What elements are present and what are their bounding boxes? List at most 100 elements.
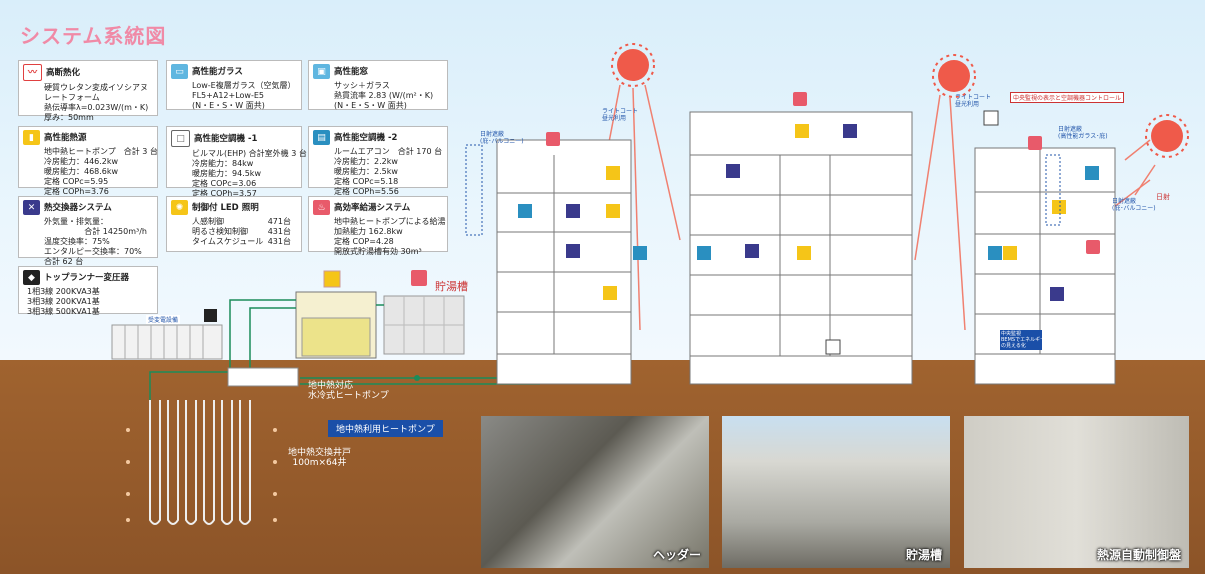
spec-line: 地中熱ヒートポンプ 合計 3 台	[44, 147, 158, 156]
spec-heading: 制御付 LED 照明	[192, 202, 259, 213]
spec-line: 3相3線 500KVA1基	[27, 307, 100, 316]
photo-control-panel: 熱源自動制御盤	[964, 416, 1189, 568]
spec-line: エンタルピー交換率：70%	[44, 247, 142, 256]
building-1	[496, 139, 632, 385]
spec-heading: 熱交換器システム	[44, 202, 112, 213]
spec-row: 人感制御 471台	[171, 217, 297, 227]
spec-heading: トップランナー変圧器	[44, 272, 130, 283]
spec-row-value: 431台	[267, 237, 291, 246]
gshp-label: 地中熱対応 水冷式ヒートポンプ	[308, 381, 389, 401]
lightcourt-label: ライトコート 昼光利用	[955, 94, 992, 108]
shade-label: 日射遮蔽 (庇･バルコニー)	[1112, 198, 1156, 212]
spec-heatsource: ▮高性能熱源 地中熱ヒートポンプ 合計 3 台 冷房能力：446.2kw 暖房能…	[18, 126, 158, 196]
shading-marker	[1045, 154, 1061, 226]
heat-exchanger-icon	[566, 244, 580, 258]
spec-line: 暖房能力：2.5kw	[334, 167, 398, 176]
hot-water-icon	[793, 92, 807, 106]
hot-water-icon	[1028, 136, 1042, 150]
room-aircon-icon	[988, 246, 1002, 260]
spec-row-value: 471台	[267, 217, 291, 226]
spec-line: 定格 COP=4.28	[334, 237, 394, 246]
bems-screen	[1000, 330, 1042, 350]
spec-hex: ✕熱交換器システム 外気量・排気量： 合計 14250m³/h 温度交換率：75…	[18, 196, 158, 266]
outdoor-unit-icon: □	[171, 130, 190, 147]
hot-water-icon: ♨	[313, 200, 330, 215]
spec-line: 合計 62 台	[44, 257, 84, 266]
spec-line: (N・E・S・W 面共)	[192, 101, 265, 110]
room-aircon-icon	[697, 246, 711, 260]
building-3	[974, 147, 1116, 385]
spec-heading: 高性能窓	[334, 66, 369, 77]
spec-row-label: 明るさ検知制御	[192, 227, 248, 236]
sun-icon	[932, 54, 976, 98]
spec-line: ルームエアコン 合計 170 台	[334, 147, 443, 156]
spec-line: 開放式貯湯槽有効 30m³	[334, 247, 422, 256]
glass-pane-icon: ▭	[171, 64, 188, 79]
spec-line: 冷房能力：2.2kw	[334, 157, 398, 166]
shade-label: 日射遮蔽 (庇･バルコニー)	[480, 131, 524, 145]
gshp-blue-label: 地中熱利用ヒートポンプ	[328, 420, 443, 437]
pipe-joint	[414, 375, 420, 381]
note-label: 中央監視の表示と空調機器コントロール	[1010, 92, 1125, 103]
window-icon: ▣	[313, 64, 330, 79]
sun-icon	[1145, 114, 1189, 158]
room-aircon-icon	[1085, 166, 1099, 180]
photo-storage-tank: 貯湯槽	[722, 416, 950, 568]
spec-line: 1相3線 200KVA3基	[27, 287, 100, 296]
outdoor-unit-icon	[825, 339, 841, 355]
spec-line: 熱伝導率λ=0.023W/(m・K)	[44, 103, 149, 112]
spec-line: 定格 COPh=5.56	[334, 187, 399, 196]
spec-line: サッシ＋ガラス	[334, 81, 390, 90]
hot-water-icon	[1086, 240, 1100, 254]
page-title: システム系統図	[20, 24, 167, 48]
spec-transformer: ◆トップランナー変圧器 1相3線 200KVA3基 3相3線 200KVA1基 …	[18, 266, 158, 316]
spec-line: ビルマル(EHP) 合計室外機 3 台	[192, 149, 307, 158]
photo-caption: 熱源自動制御盤	[1096, 548, 1181, 562]
substation-cabinets	[111, 324, 223, 360]
hot-water-marker	[411, 270, 427, 286]
storage-tank-label: 貯湯槽	[435, 280, 468, 293]
photo-header: ヘッダー	[481, 416, 709, 568]
spec-ac1: □高性能空調機 -1 ビルマル(EHP) 合計室外機 3 台 冷房能力：84kw…	[166, 126, 307, 198]
spec-line: Low-E複層ガラス（空気層）	[192, 81, 296, 90]
heat-wave-icon: 〰	[23, 64, 42, 81]
borehole-label: 地中熱交換井戸 100m×64井	[288, 448, 352, 468]
led-light-icon: ✺	[171, 200, 188, 215]
spec-line: 定格 COPc=3.06	[192, 179, 257, 188]
led-light-icon	[603, 286, 617, 300]
spec-window: ▣高性能窓 サッシ＋ガラス 熱貫流率 2.83 (W/(m²・K) (N・E・S…	[308, 60, 448, 110]
led-light-icon	[795, 124, 809, 138]
spec-line: 外気量・排気量：	[44, 217, 108, 226]
spec-row-label: 人感制御	[192, 217, 224, 226]
sun-label: 日射	[1156, 193, 1170, 201]
led-light-icon	[1003, 246, 1017, 260]
heat-exchanger-icon: ✕	[23, 200, 40, 215]
spec-line: レートフォーム	[44, 93, 100, 102]
spec-line: 地中熱ヒートポンプによる給湯	[334, 217, 446, 226]
spec-ac2: ▤高性能空調機 -2 ルームエアコン 合計 170 台 冷房能力：2.2kw 暖…	[308, 126, 448, 196]
heat-exchanger-icon	[1050, 287, 1064, 301]
spec-line: 3相3線 200KVA1基	[27, 297, 100, 306]
shade-label: 日射遮蔽 (高性能ガラス･庇)	[1058, 126, 1108, 140]
spec-line: 定格 COPc=5.18	[334, 177, 399, 186]
spec-line: 定格 COPc=5.95	[44, 177, 109, 186]
spec-line: 冷房能力：446.2kw	[44, 157, 119, 166]
spec-line: 加熱能力 162.8kw	[334, 227, 403, 236]
outdoor-unit-icon	[983, 110, 999, 126]
shading-marker	[465, 144, 483, 236]
spec-line: 定格 COPh=3.76	[44, 187, 109, 196]
lightcourt-label: ライトコート 昼光利用	[602, 108, 639, 122]
bems-label: 中央監視 BEMSでエネルギー の見える化	[1001, 331, 1046, 349]
room-aircon-icon	[633, 246, 647, 260]
substation-label: 受変電設備	[146, 315, 181, 324]
heat-exchanger-icon	[843, 124, 857, 138]
led-light-icon	[1052, 200, 1066, 214]
transformer-icon: ◆	[23, 270, 40, 285]
spec-line: 温度交換率：75%	[44, 237, 110, 246]
spec-line: 暖房能力：468.6kw	[44, 167, 119, 176]
borehole-loops	[149, 400, 251, 525]
